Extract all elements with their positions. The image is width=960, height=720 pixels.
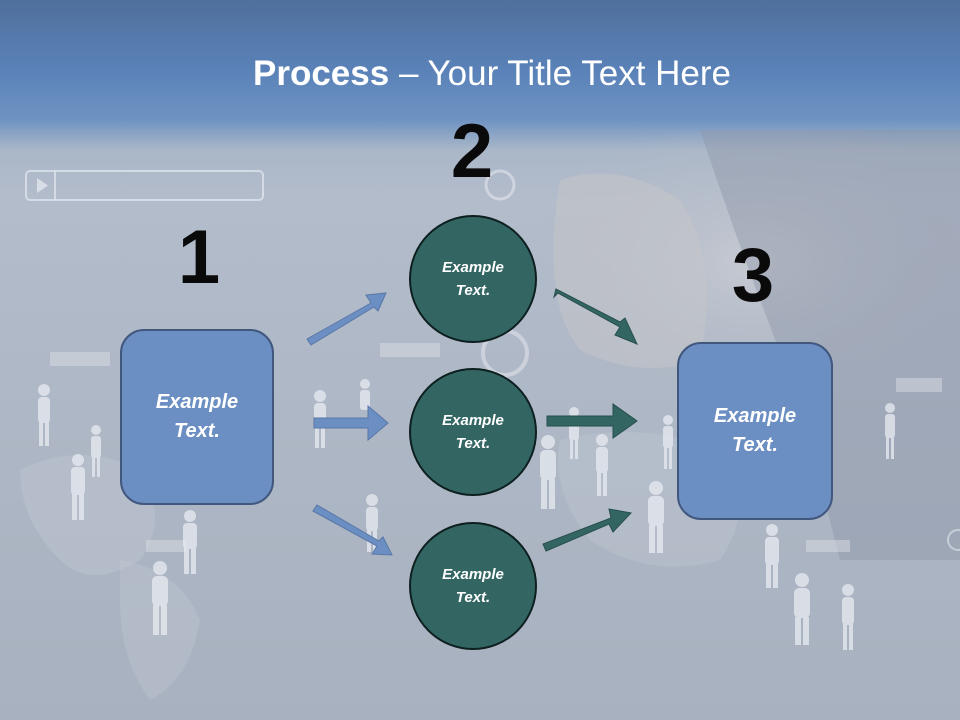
step-2-circle-bottom-label: Example Text. — [442, 566, 504, 606]
step-2-circle-middle: Example Text. — [409, 368, 537, 496]
step-3-box: Example Text. — [677, 342, 833, 520]
slide-title: Process – Your Title Text Here — [0, 52, 960, 96]
title-bold: Process — [253, 54, 390, 93]
arrow-1-to-bottom — [312, 504, 393, 556]
arrow-1-to-middle — [313, 404, 389, 442]
arrow-1-to-top — [306, 292, 387, 346]
step-2-circle-top: Example Text. — [409, 215, 537, 343]
step-1-box: Example Text. — [120, 329, 274, 505]
title-rest: – Your Title Text Here — [389, 54, 731, 93]
arrow-top-to-3 — [553, 288, 638, 345]
step-number-2: 2 — [450, 109, 494, 194]
step-number-1: 1 — [177, 215, 221, 300]
step-number-3: 3 — [731, 233, 775, 318]
step-2-circle-middle-label: Example Text. — [442, 412, 504, 452]
step-3-box-label: Example Text. — [713, 405, 797, 456]
step-2-circle-bottom: Example Text. — [409, 522, 537, 650]
arrow-bottom-to-3 — [542, 508, 632, 552]
arrow-middle-to-3 — [546, 403, 638, 439]
step-2-circle-top-label: Example Text. — [442, 259, 504, 299]
step-1-box-label: Example Text. — [155, 391, 239, 442]
